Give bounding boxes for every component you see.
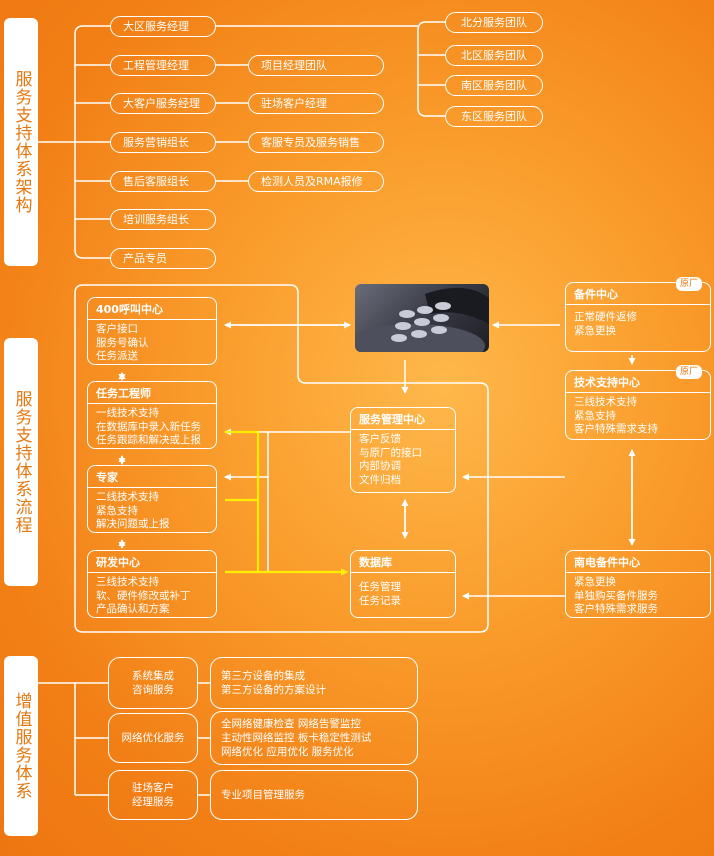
sub-role-pill: 客服专员及服务销售 bbox=[248, 132, 384, 153]
list-item: 产品确认和方案 bbox=[96, 603, 170, 615]
rnd-center-title: 研发中心 bbox=[88, 551, 216, 573]
task-engineer-title: 任务工程师 bbox=[88, 382, 216, 404]
list-item: 任务派送 bbox=[96, 350, 138, 362]
list-item: 与原厂的接口 bbox=[359, 446, 422, 459]
section-label-architecture: 服务支持体系架构 bbox=[4, 18, 38, 266]
list-item: 紧急支持 bbox=[574, 409, 616, 422]
list-item: 紧急支持 bbox=[96, 504, 138, 517]
list-item: 紧急更换 bbox=[574, 324, 616, 337]
telephone-icon bbox=[355, 287, 489, 352]
sub-role-pill: 驻场客户经理 bbox=[248, 93, 384, 114]
list-item: 客户接口 bbox=[96, 323, 138, 335]
role-pill: 大客户服务经理 bbox=[110, 93, 216, 114]
list-item: 客户反馈 bbox=[359, 433, 401, 445]
database-box: 数据库 任务管理 任务记录 bbox=[350, 550, 456, 618]
spare-parts-center-title: 备件中心 bbox=[566, 283, 710, 305]
list-item: 紧急更换 bbox=[574, 576, 616, 588]
list-item: 一线技术支持 bbox=[96, 407, 159, 419]
list-item: 三线技术支持 bbox=[574, 396, 637, 408]
expert-title: 专家 bbox=[88, 466, 216, 488]
list-item: 文件归档 bbox=[359, 473, 401, 486]
regional-team-pill: 北区服务团队 bbox=[445, 45, 543, 66]
sub-role-pill: 检测人员及RMA报修 bbox=[248, 171, 384, 192]
value-service-desc: 全网络健康检查 网络告警监控主动性网络监控 板卡稳定性测试网络优化 应用优化 服… bbox=[210, 711, 418, 765]
rnd-center-box: 研发中心 三线技术支持 软、硬件修改或补丁 产品确认和方案 bbox=[87, 550, 217, 618]
tech-support-center-title: 技术支持中心 bbox=[566, 371, 710, 393]
regional-team-pill: 南区服务团队 bbox=[445, 75, 543, 96]
call-center-box: 400呼叫中心 客户接口 服务号确认 任务派送 bbox=[87, 297, 217, 365]
original-manufacturer-badge: 原厂 bbox=[676, 277, 703, 291]
service-management-center-title: 服务管理中心 bbox=[351, 408, 455, 430]
list-item: 客户特殊需求服务 bbox=[574, 603, 658, 615]
list-item: 正常硬件返修 bbox=[574, 311, 637, 323]
list-item: 任务管理 bbox=[359, 581, 401, 593]
spare-parts-center-box: 备件中心 正常硬件返修 紧急更换 bbox=[565, 282, 711, 352]
role-pill: 服务营销组长 bbox=[110, 132, 216, 153]
section-label-value-added: 增值服务体系 bbox=[4, 656, 38, 836]
tech-support-center-box: 技术支持中心 三线技术支持 紧急支持 客户特殊需求支持 bbox=[565, 370, 711, 440]
service-management-center-box: 服务管理中心 客户反馈 与原厂的接口 内部协调 文件归档 bbox=[350, 407, 456, 493]
telephone-image bbox=[355, 284, 489, 352]
list-item: 服务号确认 bbox=[96, 336, 149, 349]
value-service-desc: 第三方设备的集成第三方设备的方案设计 bbox=[210, 657, 418, 709]
list-item: 软、硬件修改或补丁 bbox=[96, 589, 191, 602]
regional-team-pill: 北分服务团队 bbox=[445, 12, 543, 33]
role-pill: 培训服务组长 bbox=[110, 209, 216, 230]
call-center-title: 400呼叫中心 bbox=[88, 298, 216, 320]
value-service-name: 驻场客户经理服务 bbox=[108, 770, 198, 820]
expert-box: 专家 二线技术支持 紧急支持 解决问题或上报 bbox=[87, 465, 217, 533]
role-pill: 产品专员 bbox=[110, 248, 216, 269]
list-item: 解决问题或上报 bbox=[96, 518, 170, 530]
value-service-desc: 专业项目管理服务 bbox=[210, 770, 418, 820]
list-item: 二线技术支持 bbox=[96, 491, 159, 503]
list-item: 在数据库中录入新任务 bbox=[96, 420, 201, 433]
role-pill: 大区服务经理 bbox=[110, 16, 216, 37]
role-pill: 售后客服组长 bbox=[110, 171, 216, 192]
section-label-process: 服务支持体系流程 bbox=[4, 338, 38, 586]
list-item: 客户特殊需求支持 bbox=[574, 423, 658, 435]
nandian-spare-parts-center-title: 南电备件中心 bbox=[566, 551, 710, 573]
list-item: 内部协调 bbox=[359, 460, 401, 472]
value-service-name: 网络优化服务 bbox=[108, 713, 198, 763]
list-item: 任务记录 bbox=[359, 594, 401, 607]
role-pill: 工程管理经理 bbox=[110, 55, 216, 76]
task-engineer-box: 任务工程师 一线技术支持 在数据库中录入新任务 任务跟踪和解决或上报 bbox=[87, 381, 217, 449]
original-manufacturer-badge: 原厂 bbox=[676, 365, 703, 379]
nandian-spare-parts-center-box: 南电备件中心 紧急更换 单独购买备件服务 客户特殊需求服务 bbox=[565, 550, 711, 618]
sub-role-pill: 项目经理团队 bbox=[248, 55, 384, 76]
list-item: 任务跟踪和解决或上报 bbox=[96, 434, 201, 446]
list-item: 三线技术支持 bbox=[96, 576, 159, 588]
value-service-name: 系统集成咨询服务 bbox=[108, 657, 198, 709]
regional-team-pill: 东区服务团队 bbox=[445, 106, 543, 127]
list-item: 单独购买备件服务 bbox=[574, 589, 658, 602]
database-title: 数据库 bbox=[351, 551, 455, 573]
